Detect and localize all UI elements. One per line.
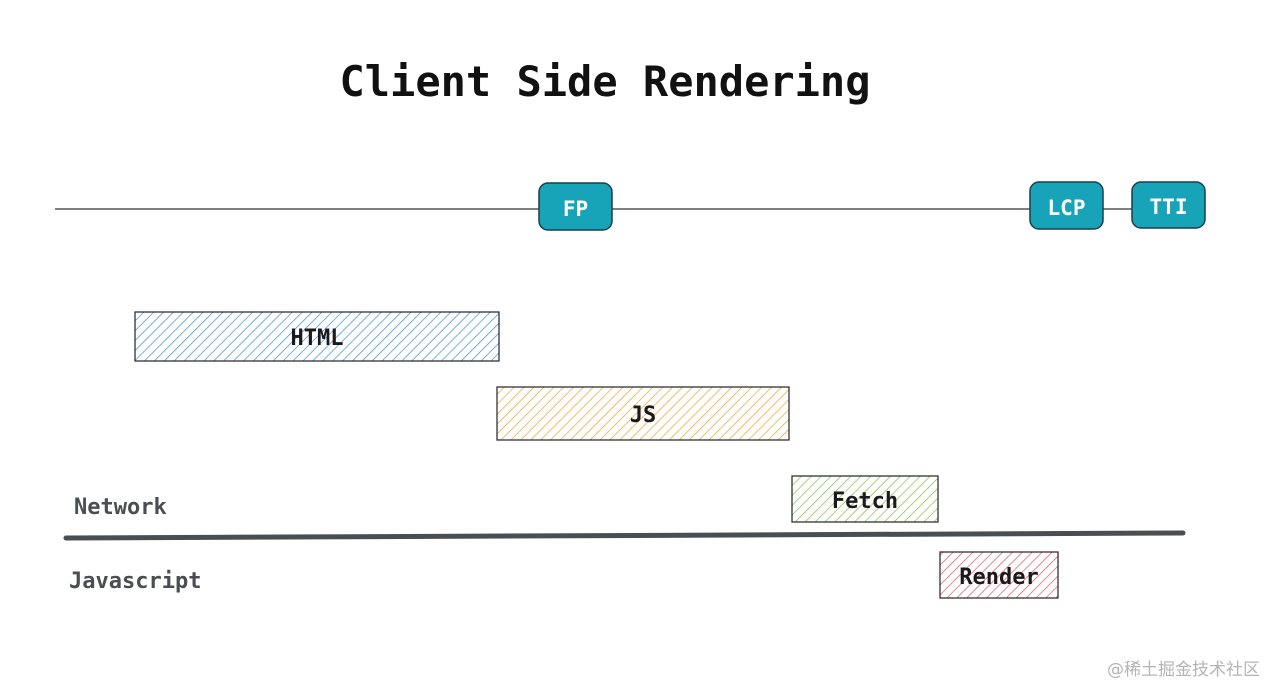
milestone-tti-box (1131, 181, 1206, 229)
milestone-fp-box (538, 182, 613, 231)
task-html: HTML (134, 311, 500, 362)
task-render-bar (939, 551, 1059, 599)
task-html-label: HTML (291, 326, 344, 351)
task-fetch-bar (791, 475, 939, 523)
task-js-label: JS (630, 403, 657, 428)
milestone-lcp-label: LCP (1048, 196, 1086, 220)
diagram-title: Client Side Rendering (339, 57, 870, 106)
task-html-bar (134, 311, 500, 362)
task-fetch-label: Fetch (832, 489, 898, 514)
task-fetch: Fetch (791, 475, 939, 523)
lane-label-network: Network (74, 495, 167, 520)
task-js-bar (496, 386, 790, 441)
task-render: Render (939, 551, 1059, 599)
milestone-lcp: LCP (1029, 181, 1104, 230)
milestone-lcp-box (1029, 181, 1104, 230)
lane-divider (63, 530, 1186, 541)
lane-label-javascript: Javascript (69, 569, 201, 594)
milestone-fp: FP (538, 182, 613, 231)
milestone-tti: TTI (1131, 181, 1206, 229)
milestone-tti-label: TTI (1150, 195, 1188, 219)
task-render-label: Render (959, 565, 1038, 590)
task-js: JS (496, 386, 790, 441)
watermark: @稀土掘金技术社区 (1107, 660, 1260, 680)
milestone-fp-label: FP (563, 197, 588, 221)
